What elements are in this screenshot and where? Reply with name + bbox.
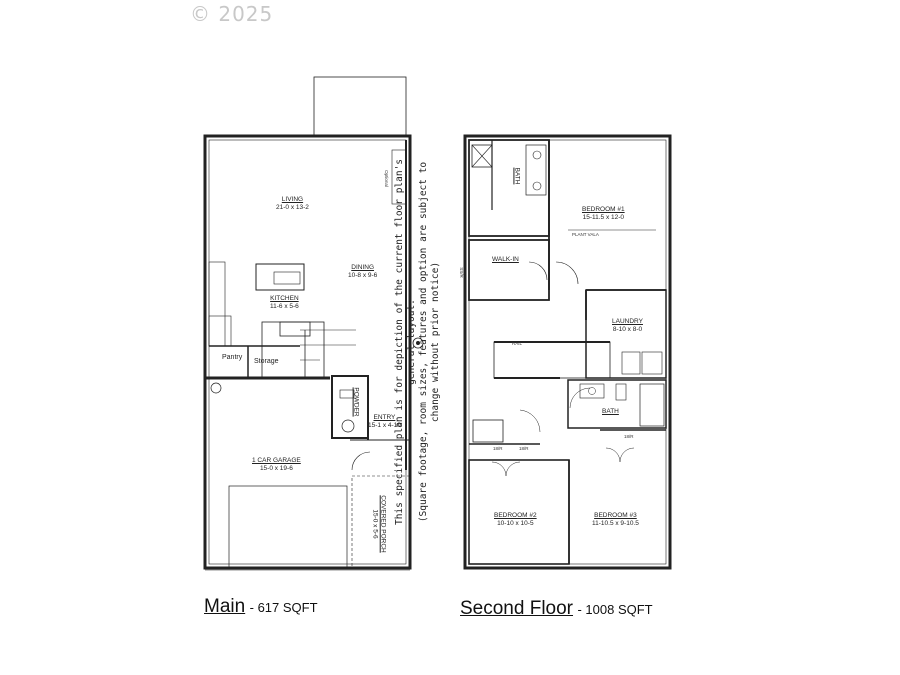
compass-icon: [412, 337, 424, 349]
main-floor-caption: Main - 617 SQFT: [204, 596, 318, 617]
room-laundry: LAUNDRY 8-10 x 8-0: [612, 318, 643, 333]
rail-tag: RAIL: [512, 341, 523, 346]
main-floor-walls: [203, 76, 412, 571]
ssr-tag: SS/R: [458, 267, 464, 278]
room-powder: POWDER: [352, 387, 360, 417]
second-floor-caption: Second Floor - 1008 SQFT: [460, 598, 653, 619]
optional-tag: Optional: [383, 170, 389, 187]
linen-tag-2: 18/R: [519, 446, 529, 451]
plant-vala-tag: PLANT VALA: [572, 232, 599, 237]
room-entry: ENTRY 15-1 x 4-10: [368, 414, 401, 429]
room-bedroom-1: BEDROOM #1 15-11.5 x 12-0: [582, 206, 625, 221]
room-master-bath: BATH: [513, 167, 521, 185]
room-garage: 1 CAR GARAGE 15-0 x 19-6: [252, 457, 301, 472]
room-pantry: Pantry: [222, 354, 243, 361]
room-kitchen: KITCHEN 11-6 x 5-6: [270, 295, 299, 310]
room-dining: DINING 10-8 x 9-6: [348, 264, 378, 279]
room-bedroom-3: BEDROOM #3 11-10.5 x 9-10.5: [592, 512, 639, 527]
room-living: LIVING 21-0 x 13-2: [276, 196, 309, 211]
copyright-watermark: © 2025: [190, 2, 274, 26]
linen-tag-1: 18/R: [493, 446, 503, 451]
room-walk-in: WALK-IN: [492, 256, 519, 263]
room-bedroom-2: BEDROOM #2 10-10 x 10-5: [494, 512, 537, 527]
room-covered-porch: COVERED PORCH 15-0 x 5-6: [371, 495, 387, 553]
second-floor-walls: [463, 134, 672, 570]
disclaimer-note: This specified plan is for depiction of …: [394, 158, 441, 526]
linen-tag-3: 18/R: [624, 434, 634, 439]
room-bath-2: BATH: [602, 408, 619, 415]
room-storage: Storage: [254, 358, 279, 365]
